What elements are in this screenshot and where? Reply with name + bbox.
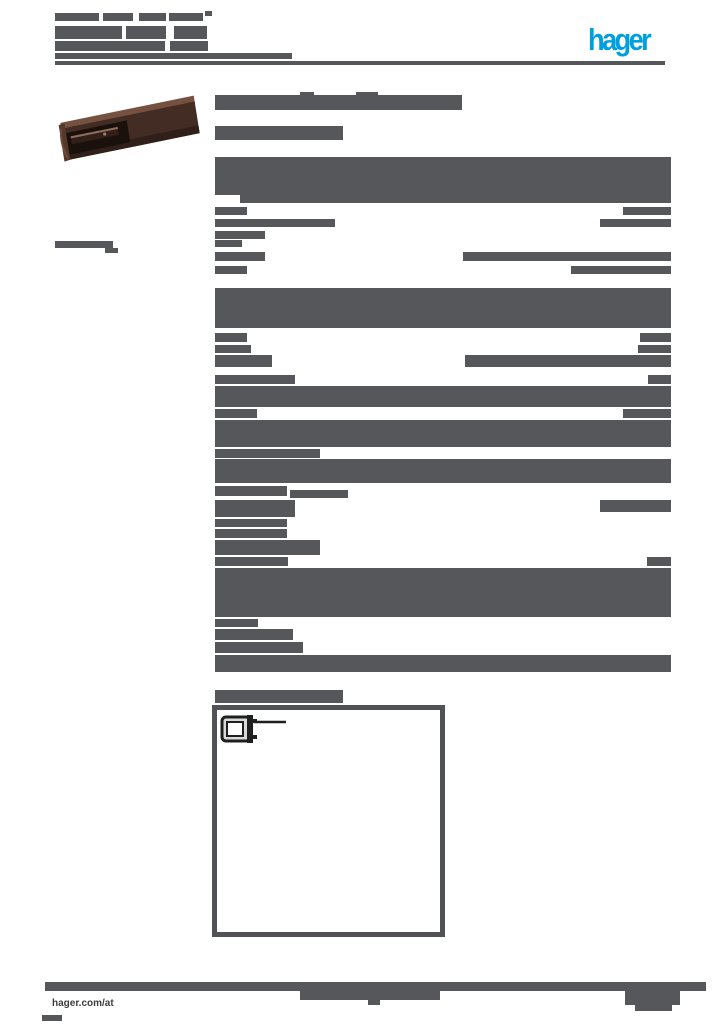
redacted-content-rows [215, 355, 272, 367]
redacted-product-title [300, 92, 314, 95]
redacted-header-block [205, 11, 212, 16]
trunking-image [58, 95, 200, 162]
profile-drawing-icon [220, 715, 286, 743]
redacted-content-rows [623, 409, 671, 418]
redacted-content-rows [215, 252, 265, 261]
redacted-content-rows [215, 231, 265, 239]
redacted-header-block [169, 13, 203, 21]
redacted-header-block [139, 13, 166, 21]
redacted-margin-label [105, 248, 118, 253]
redacted-content-rows [215, 266, 247, 274]
redacted-content-rows [571, 266, 671, 274]
redacted-content-rows [215, 409, 257, 418]
redacted-content-rows [215, 333, 247, 342]
product-photo [56, 92, 204, 164]
redacted-section-heading [215, 690, 343, 703]
redacted-content-rows [215, 345, 251, 353]
redacted-content-rows [215, 386, 671, 407]
redacted-header-block [103, 13, 133, 21]
hager-logo: hager [588, 22, 652, 57]
redacted-content-rows [215, 157, 671, 195]
redacted-content-rows [463, 252, 671, 261]
redacted-content-rows [215, 568, 671, 617]
redacted-content-rows [215, 207, 247, 215]
redacted-content-rows [215, 240, 242, 247]
redacted-content-rows [215, 557, 288, 566]
redacted-content-rows [600, 500, 671, 512]
redacted-content-rows [215, 459, 671, 483]
redacted-content-rows [215, 529, 287, 538]
redacted-content-rows [648, 375, 671, 384]
redacted-content-rows [215, 642, 303, 653]
redacted-content-rows [215, 375, 295, 384]
redacted-content-rows [215, 420, 671, 447]
redacted-header-block [55, 41, 165, 51]
redacted-product-title [215, 95, 462, 110]
redacted-header-block [170, 41, 208, 51]
redacted-content-rows [215, 486, 287, 496]
redacted-header-block [55, 26, 122, 39]
redacted-content-rows [215, 449, 320, 458]
footer-divider-rule [45, 982, 706, 991]
redacted-content-rows [600, 219, 671, 227]
footer-site-link[interactable]: hager.com/at [52, 997, 114, 1009]
redacted-content-rows [215, 219, 335, 227]
redacted-content-rows [623, 207, 671, 215]
redacted-content-rows [215, 500, 295, 517]
footer-left-mark [42, 1015, 62, 1021]
redacted-footer-text [635, 1005, 672, 1011]
redacted-content-rows [290, 490, 348, 498]
redacted-margin-label [55, 241, 113, 248]
redacted-header-block [55, 53, 292, 59]
redacted-content-rows [638, 345, 671, 353]
redacted-footer-text [300, 991, 440, 1000]
technical-drawing-box [212, 705, 445, 937]
redacted-header-block [126, 26, 166, 39]
redacted-product-title [215, 126, 343, 140]
redacted-content-rows [215, 655, 671, 672]
redacted-content-rows [215, 288, 671, 328]
redacted-content-rows [215, 629, 293, 640]
redacted-content-rows [215, 519, 287, 527]
header-divider-rule [55, 61, 665, 65]
redacted-footer-text [625, 991, 680, 1005]
redacted-content-rows [240, 195, 671, 203]
redacted-footer-text [368, 1000, 380, 1005]
redacted-product-title [356, 92, 378, 95]
redacted-content-rows [640, 333, 671, 342]
redacted-header-block [55, 13, 99, 21]
redacted-content-rows [647, 557, 671, 566]
footer-site-chip: hager.com/at [52, 992, 187, 1014]
redacted-header-block [174, 26, 207, 39]
redacted-content-rows [215, 540, 320, 555]
redacted-content-rows [215, 619, 258, 627]
redacted-content-rows [465, 355, 671, 367]
